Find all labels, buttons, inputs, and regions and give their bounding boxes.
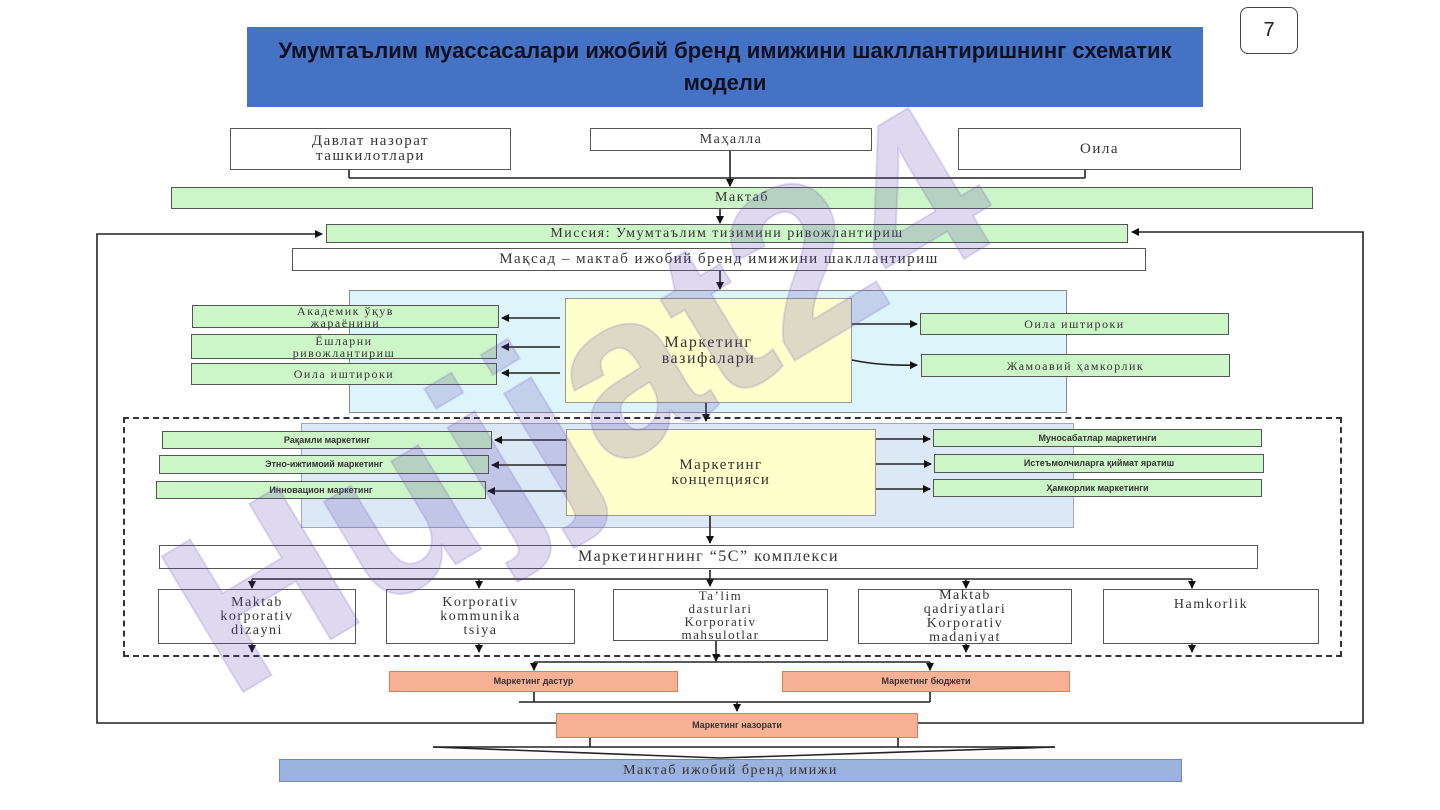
- five-c-item-5: Hamkorlik: [1103, 589, 1319, 644]
- result-box: Мактаб ижобий бренд имижи: [279, 759, 1182, 782]
- marketing-functions-box: Маркетинг вазифалари: [565, 298, 852, 403]
- functions-left-2: Ёшларни ривожлантириш: [191, 334, 497, 359]
- mahalla-box: Маҳалла: [590, 128, 872, 151]
- marketing-budget-box: Маркетинг бюджети: [782, 671, 1070, 692]
- concept-left-1: Рақамли маркетинг: [162, 431, 492, 449]
- dashed-frame: [123, 417, 1342, 657]
- marketing-control-box: Маркетинг назорати: [556, 713, 918, 738]
- concept-right-1: Муносабатлар маркетинги: [933, 429, 1262, 447]
- slide-title: Умумтаълим муассасалари ижобий бренд ими…: [247, 27, 1203, 107]
- five-c-item-1: Maktab korporativ dizayni: [158, 589, 356, 644]
- concept-right-3: Ҳамкорлик маркетинги: [933, 479, 1262, 497]
- family-box: Оила: [958, 128, 1241, 170]
- concept-left-2: Этно-ижтимоий маркетинг: [159, 455, 489, 474]
- five-c-item-3: Ta’lim dasturlari Korporativ mahsulotlar: [613, 589, 828, 641]
- complex-5c-box: Маркетингнинг “5C” комплекси: [159, 545, 1258, 569]
- goal-box: Мақсад – мактаб ижобий бренд имижини шак…: [292, 248, 1146, 271]
- functions-left-1: Академик ўқув жараёнини: [192, 305, 499, 329]
- five-c-item-4: Maktab qadriyatlari Korporativ madaniyat: [858, 588, 1072, 644]
- page-number: 7: [1240, 7, 1298, 54]
- concept-right-2: Истеъмолчиларга қиймат яратиш: [934, 454, 1264, 473]
- functions-left-3: Оила иштироки: [191, 363, 497, 385]
- state-organizations-box: Давлат назорат ташкилотлари: [230, 128, 511, 170]
- functions-right-2: Жамоавий ҳамкорлик: [921, 354, 1230, 377]
- functions-right-1: Оила иштироки: [920, 313, 1229, 335]
- mission-box: Миссия: Умумтаълим тизимини ривожлантири…: [326, 224, 1128, 243]
- concept-left-3: Инновацион маркетинг: [156, 481, 486, 499]
- marketing-program-box: Маркетинг дастур: [389, 671, 678, 692]
- marketing-concept-box: Маркетинг концепцияси: [566, 429, 876, 516]
- five-c-item-2: Korporativ kommunika tsiya: [386, 589, 575, 644]
- school-box: Мактаб: [171, 187, 1313, 209]
